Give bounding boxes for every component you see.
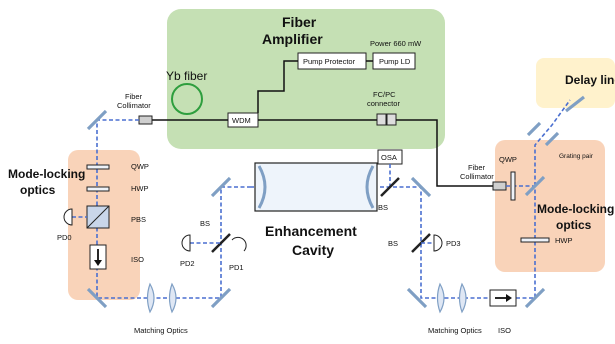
- pump-protector-label: Pump Protector: [303, 57, 356, 66]
- fiber-collimator-right: [492, 181, 507, 191]
- fiber-collimator-left-line1: Fiber: [125, 92, 143, 101]
- iso-left-arrowhead: [94, 260, 102, 266]
- cavity-mirror-left: [257, 165, 267, 209]
- fcpc-connector-left: [376, 113, 387, 126]
- fcpc-label-line1: FC/PC: [373, 90, 396, 99]
- mirror-left-bottom: [86, 287, 108, 309]
- pd0-label: PD0: [57, 233, 72, 242]
- matching-lens-right-1: [436, 282, 445, 314]
- pbs-label: PBS: [131, 215, 146, 224]
- pd3-label: PD3: [446, 239, 461, 248]
- qwp-right: [510, 171, 516, 201]
- grating-2: [544, 131, 560, 147]
- hwp-left-label: HWP: [131, 184, 149, 193]
- mirror-right-of-cavity: [410, 176, 432, 198]
- bs-left: [211, 233, 231, 253]
- matching-lens-left-1: [146, 282, 155, 314]
- hwp-right-label: HWP: [555, 236, 573, 245]
- bs-left-label: BS: [200, 219, 210, 228]
- mode-locking-left-line2: optics: [20, 183, 56, 197]
- enhancement-cavity-body: [254, 162, 378, 212]
- mirror-right-corner: [524, 175, 546, 197]
- power-label: Power 660 mW: [370, 39, 422, 48]
- mirror-left-top: [86, 109, 108, 131]
- fcpc-connector-right: [386, 113, 397, 126]
- pump-ld-label: Pump LD: [379, 57, 411, 66]
- pd3-detector: [433, 234, 443, 252]
- delay-line-label: Delay line: [565, 73, 615, 87]
- enhancement-cavity-line1: Enhancement: [265, 223, 357, 239]
- yb-fiber-coil: [171, 83, 203, 115]
- enhancement-cavity-line2: Cavity: [292, 242, 334, 258]
- osa-label: OSA: [381, 153, 397, 162]
- cavity-mirror-right: [365, 165, 375, 209]
- fcpc-label-line2: connector: [367, 99, 400, 108]
- fiber-collimator-left-line2: Collimator: [117, 101, 151, 110]
- pd1-detector: [231, 236, 247, 252]
- qwp-left-label: QWP: [131, 162, 149, 171]
- mirror-bottom-right-1: [406, 287, 428, 309]
- pd1-label: PD1: [229, 263, 244, 272]
- iso-right-arrowhead: [506, 294, 512, 302]
- mode-locking-left-line1: Mode-locking: [8, 167, 85, 181]
- yb-fiber-label: Yb fiber: [166, 69, 207, 83]
- bs-right-top-label: BS: [378, 203, 388, 212]
- mode-locking-right-line2: optics: [556, 218, 592, 232]
- mirror-lower-right-of-left-loop: [210, 287, 232, 309]
- beam-to-delay: [534, 99, 571, 186]
- matching-lens-right-2: [458, 282, 467, 314]
- iso-left-label: ISO: [131, 255, 144, 264]
- fiber-collimator-left: [138, 115, 153, 125]
- bs-right-bottom-label: BS: [388, 239, 398, 248]
- pd2-label: PD2: [180, 259, 195, 268]
- delay-mirror: [565, 95, 585, 113]
- matching-left-label: Matching Optics: [134, 326, 188, 335]
- bs-right-top: [380, 177, 400, 197]
- fiber-amplifier-region: [167, 9, 445, 149]
- mode-locking-right-line1: Mode-locking: [537, 202, 614, 216]
- qwp-right-label: QWP: [499, 155, 517, 164]
- pd2-detector: [181, 234, 191, 252]
- wdm-label: WDM: [232, 116, 251, 125]
- mirror-bottom-right-2: [524, 287, 546, 309]
- hwp-right: [520, 237, 550, 243]
- mirror-upper-left-of-cavity: [210, 176, 232, 198]
- wdm-to-protector-fiber: [257, 60, 298, 113]
- fcpc-to-collimator-fiber: [396, 119, 493, 187]
- matching-right-label: Matching Optics: [428, 326, 482, 335]
- fiber-collimator-right-line1: Fiber: [468, 163, 486, 172]
- hwp-left: [86, 186, 110, 192]
- qwp-left: [86, 164, 110, 170]
- grating-1: [526, 121, 542, 137]
- iso-right-label: ISO: [498, 326, 511, 335]
- delay-line-region: [536, 58, 615, 108]
- fiber-amplifier-title-line2: Amplifier: [262, 31, 323, 47]
- pbs-diagonal: [86, 205, 110, 229]
- pd0-detector: [63, 208, 73, 226]
- fiber-collimator-right-line2: Collimator: [460, 172, 494, 181]
- fiber-amplifier-title-line1: Fiber: [282, 14, 317, 30]
- grating-pair-label: Grating pair: [559, 153, 594, 160]
- matching-lens-left-2: [168, 282, 177, 314]
